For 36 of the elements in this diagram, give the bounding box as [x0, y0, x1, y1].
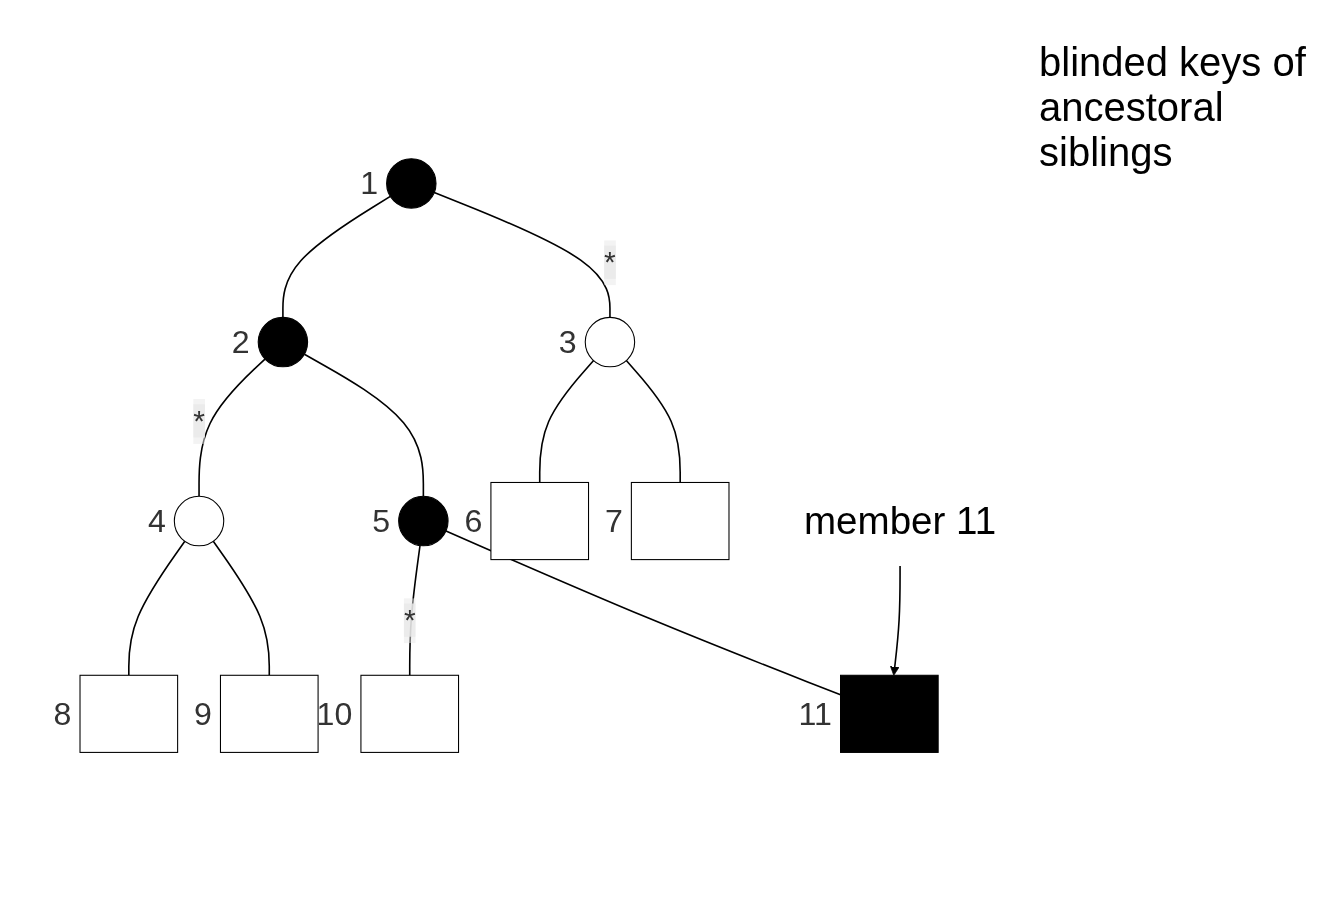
leaf-node-square — [490, 482, 590, 561]
leaf-node-square — [79, 675, 179, 754]
tree-node-circle — [398, 496, 449, 547]
node-number: 11 — [798, 696, 832, 732]
connector — [303, 353, 425, 498]
connector — [128, 540, 186, 677]
node-number: 9 — [194, 696, 212, 732]
node-number: 4 — [147, 503, 166, 540]
tree-node-circle — [386, 158, 437, 210]
leaf-node-square — [360, 675, 460, 754]
connector — [212, 540, 271, 677]
tree-node-circle — [257, 317, 309, 368]
node-number: 5 — [372, 503, 391, 540]
node-number: 8 — [53, 696, 72, 732]
tree-node-circle — [173, 496, 225, 547]
node-number: 7 — [604, 503, 623, 540]
leaf-node-square — [219, 675, 319, 754]
tree-node-circle — [584, 317, 636, 368]
edge-label: * — [604, 246, 616, 280]
node-number: 10 — [316, 696, 353, 732]
connector — [538, 360, 595, 484]
node-number: 3 — [558, 324, 577, 361]
node-label: member 11 — [803, 499, 997, 543]
edge-label: * — [193, 404, 205, 438]
node-number: 1 — [360, 165, 379, 202]
leaf-node-square — [840, 675, 939, 754]
connector — [433, 192, 611, 319]
note-text: blinded keys of ancestoral siblings — [1039, 40, 1307, 175]
node-number: 6 — [464, 503, 483, 540]
connector — [282, 196, 392, 319]
connector — [625, 360, 681, 484]
edge-label: * — [403, 603, 416, 638]
leaf-node-square — [630, 482, 730, 561]
node-number: 2 — [231, 324, 250, 361]
arrow — [890, 565, 901, 677]
connector — [198, 358, 266, 498]
